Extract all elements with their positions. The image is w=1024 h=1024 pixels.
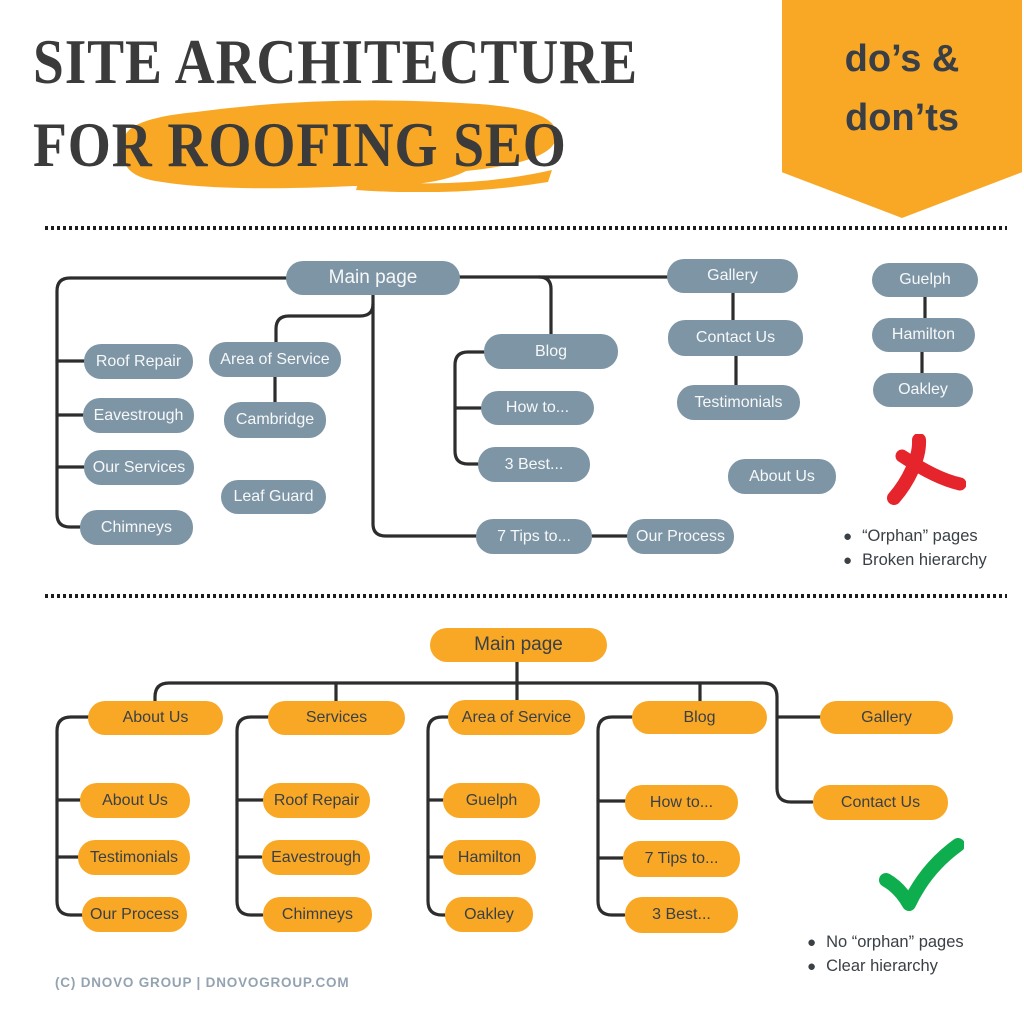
title-highlighted: ROOFING SEO: [167, 110, 567, 180]
bullet-dot: ●: [843, 552, 853, 569]
dos-donts-badge: do’s & don’ts: [782, 0, 1022, 218]
do-bullet-1-text: No “orphan” pages: [826, 933, 964, 951]
dont-bullet-2: ● Broken hierarchy: [843, 551, 987, 570]
node-good-7-tips: 7 Tips to...: [623, 841, 740, 877]
dotted-divider-top: [45, 226, 1007, 230]
node-good-about-us-child: About Us: [80, 783, 190, 818]
page-title-line1: SITE ARCHITECTURE: [33, 27, 638, 97]
copyright-text: (C) DNOVO GROUP | DNOVOGROUP.COM: [55, 975, 350, 990]
node-bad-about-us: About Us: [728, 459, 836, 494]
do-bullet-2-text: Clear hierarchy: [826, 957, 938, 975]
node-bad-testimonials: Testimonials: [677, 385, 800, 420]
node-bad-cambridge: Cambridge: [224, 402, 326, 438]
node-good-blog: Blog: [632, 701, 767, 734]
node-bad-gallery: Gallery: [667, 259, 798, 293]
bullet-dot: ●: [807, 958, 817, 975]
node-bad-hamilton: Hamilton: [872, 318, 975, 352]
dont-bullet-2-text: Broken hierarchy: [862, 551, 987, 569]
bullet-dot: ●: [843, 528, 853, 545]
node-bad-how-to: How to...: [481, 391, 594, 425]
node-good-how-to: How to...: [625, 785, 738, 820]
node-good-chimneys: Chimneys: [263, 897, 372, 932]
node-good-testimonials: Testimonials: [78, 840, 190, 875]
node-bad-chimneys: Chimneys: [80, 510, 193, 545]
node-good-about-us: About Us: [88, 701, 223, 735]
node-bad-main-page: Main page: [286, 261, 460, 295]
node-bad-leaf-guard: Leaf Guard: [221, 480, 326, 514]
node-bad-guelph: Guelph: [872, 263, 978, 297]
node-bad-7-tips: 7 Tips to...: [476, 519, 592, 554]
title-plain: FOR: [33, 110, 168, 180]
node-good-hamilton: Hamilton: [443, 840, 536, 875]
check-mark-icon: [876, 838, 965, 912]
node-good-area-of-service: Area of Service: [448, 700, 585, 735]
node-bad-contact-us: Contact Us: [668, 320, 803, 356]
node-good-3-best: 3 Best...: [625, 897, 738, 933]
bullet-dot: ●: [807, 934, 817, 951]
node-bad-3-best: 3 Best...: [478, 447, 590, 482]
node-good-services: Services: [268, 701, 405, 735]
node-bad-oakley: Oakley: [873, 373, 973, 407]
dotted-divider-middle: [45, 594, 1007, 598]
node-bad-our-services: Our Services: [84, 450, 194, 485]
node-bad-eavestrough: Eavestrough: [83, 398, 194, 433]
node-bad-blog: Blog: [484, 334, 618, 369]
node-good-contact-us: Contact Us: [813, 785, 948, 820]
node-good-gallery: Gallery: [820, 701, 953, 734]
node-good-main-page: Main page: [430, 628, 607, 662]
node-good-eavestrough: Eavestrough: [262, 840, 370, 875]
badge-line2: don’ts: [845, 96, 959, 139]
do-bullet-1: ● No “orphan” pages: [807, 933, 964, 952]
dont-bullet-1-text: “Orphan” pages: [862, 527, 978, 545]
badge-line1: do’s &: [844, 38, 960, 80]
node-good-oakley: Oakley: [445, 897, 533, 932]
dont-bullet-1: ● “Orphan” pages: [843, 527, 978, 546]
node-good-guelph: Guelph: [443, 783, 540, 818]
do-bullet-2: ● Clear hierarchy: [807, 957, 938, 976]
brush-highlight: [104, 96, 566, 193]
node-good-our-process: Our Process: [82, 897, 187, 932]
node-bad-area-of-service: Area of Service: [209, 342, 341, 377]
node-good-roof-repair: Roof Repair: [263, 783, 370, 818]
page-title-line2: FOR ROOFING SEO: [33, 114, 567, 177]
x-mark-icon: [886, 433, 967, 506]
node-bad-roof-repair: Roof Repair: [84, 344, 193, 379]
node-bad-our-process: Our Process: [627, 519, 734, 554]
